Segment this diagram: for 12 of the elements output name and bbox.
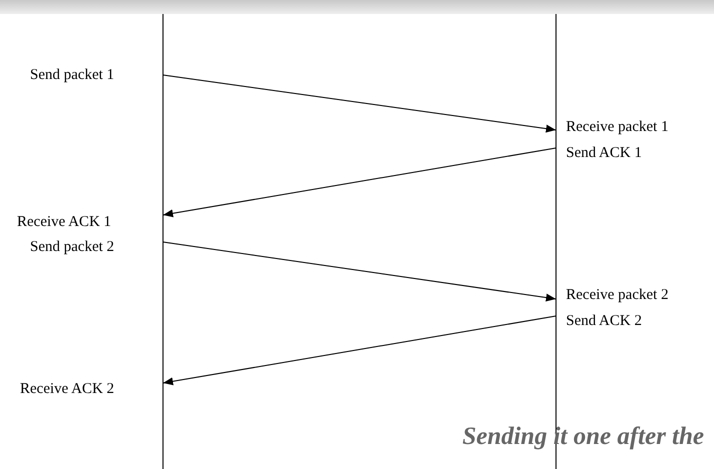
event-label: Send packet 2 [30,237,163,257]
event-label: Receive packet 2 [556,285,668,305]
event-label: Send ACK 1 [556,143,642,163]
arrow [162,74,556,133]
arrow [162,148,556,218]
arrow [162,242,556,302]
event-label: Receive ACK 2 [20,379,163,399]
event-label: Receive ACK 1 [17,212,163,232]
event-label: Receive packet 1 [556,117,668,137]
arrow [162,316,556,386]
event-label: Send packet 1 [30,65,163,85]
event-label: Send ACK 2 [556,311,642,331]
